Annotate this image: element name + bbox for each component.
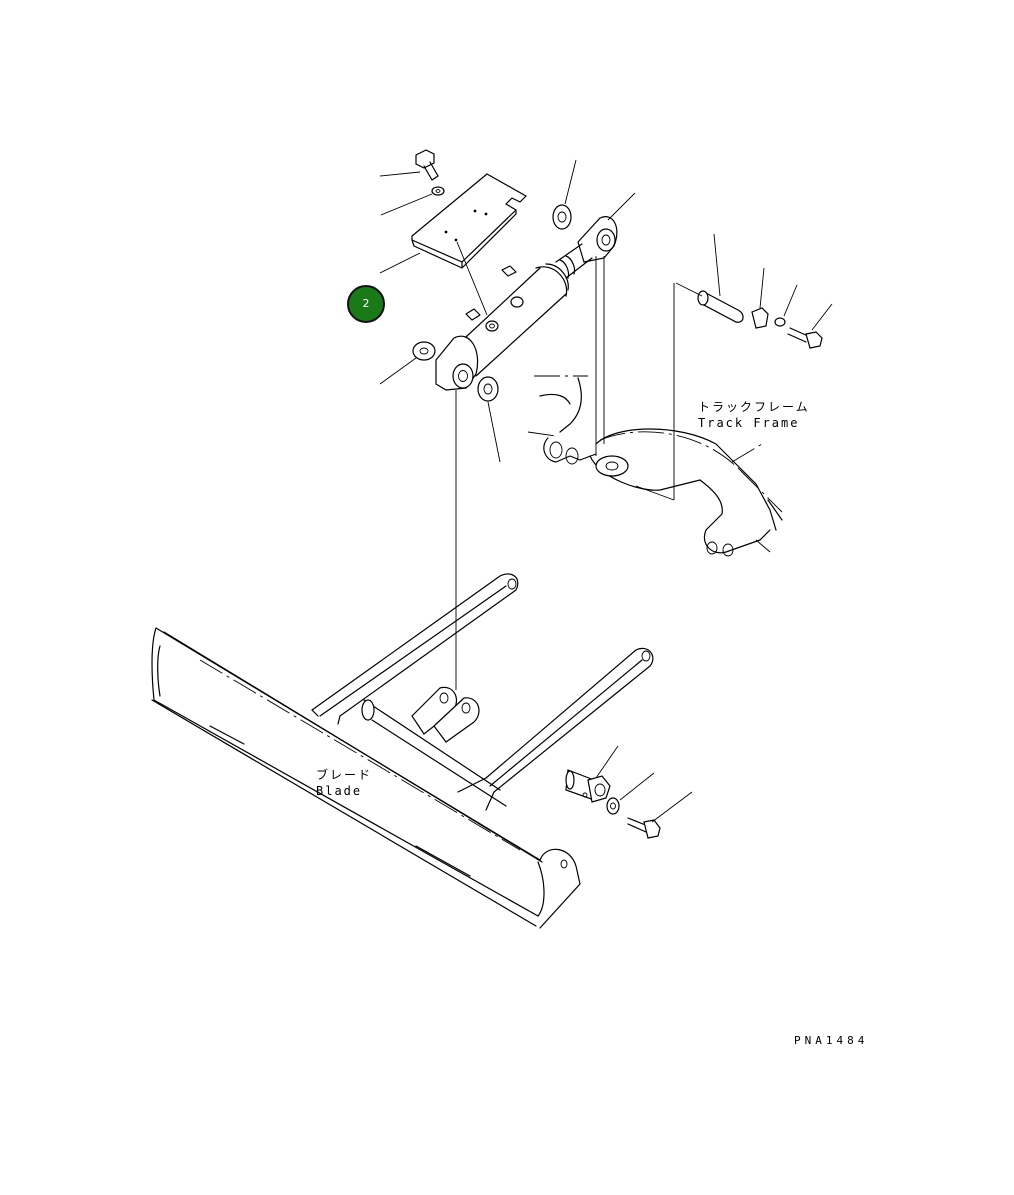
blade-bolt-icon: [627, 817, 661, 839]
frame-pin-icon: [697, 290, 744, 323]
top-bolt-icon: [415, 149, 439, 181]
lock-plate-icon: [751, 307, 769, 329]
drawing-code: PNA1484: [794, 1034, 869, 1047]
blade-assembly: [151, 573, 654, 929]
track-frame: [527, 375, 783, 557]
cover-plate: [411, 173, 527, 269]
callout-badge[interactable]: 2: [347, 285, 385, 323]
track-frame-label-en: Track Frame: [698, 416, 800, 430]
blade-label-en: Blade: [316, 784, 363, 798]
callout-number: 2: [362, 297, 370, 310]
top-washer-icon: [431, 186, 445, 196]
frame-washer-icon: [774, 317, 786, 327]
bottom-washer-left-icon: [412, 341, 436, 361]
blade-pin-icon: [565, 769, 611, 803]
frame-bolt-icon: [787, 327, 823, 349]
bottom-washer-right-icon: [477, 376, 499, 402]
track-frame-label-jp: トラックフレーム: [698, 400, 810, 414]
rod-end-washer-icon: [552, 204, 572, 230]
hydraulic-cylinder: [435, 216, 618, 391]
blade-washer-icon: [606, 797, 620, 815]
blade-label-jp: ブレード: [316, 768, 373, 782]
